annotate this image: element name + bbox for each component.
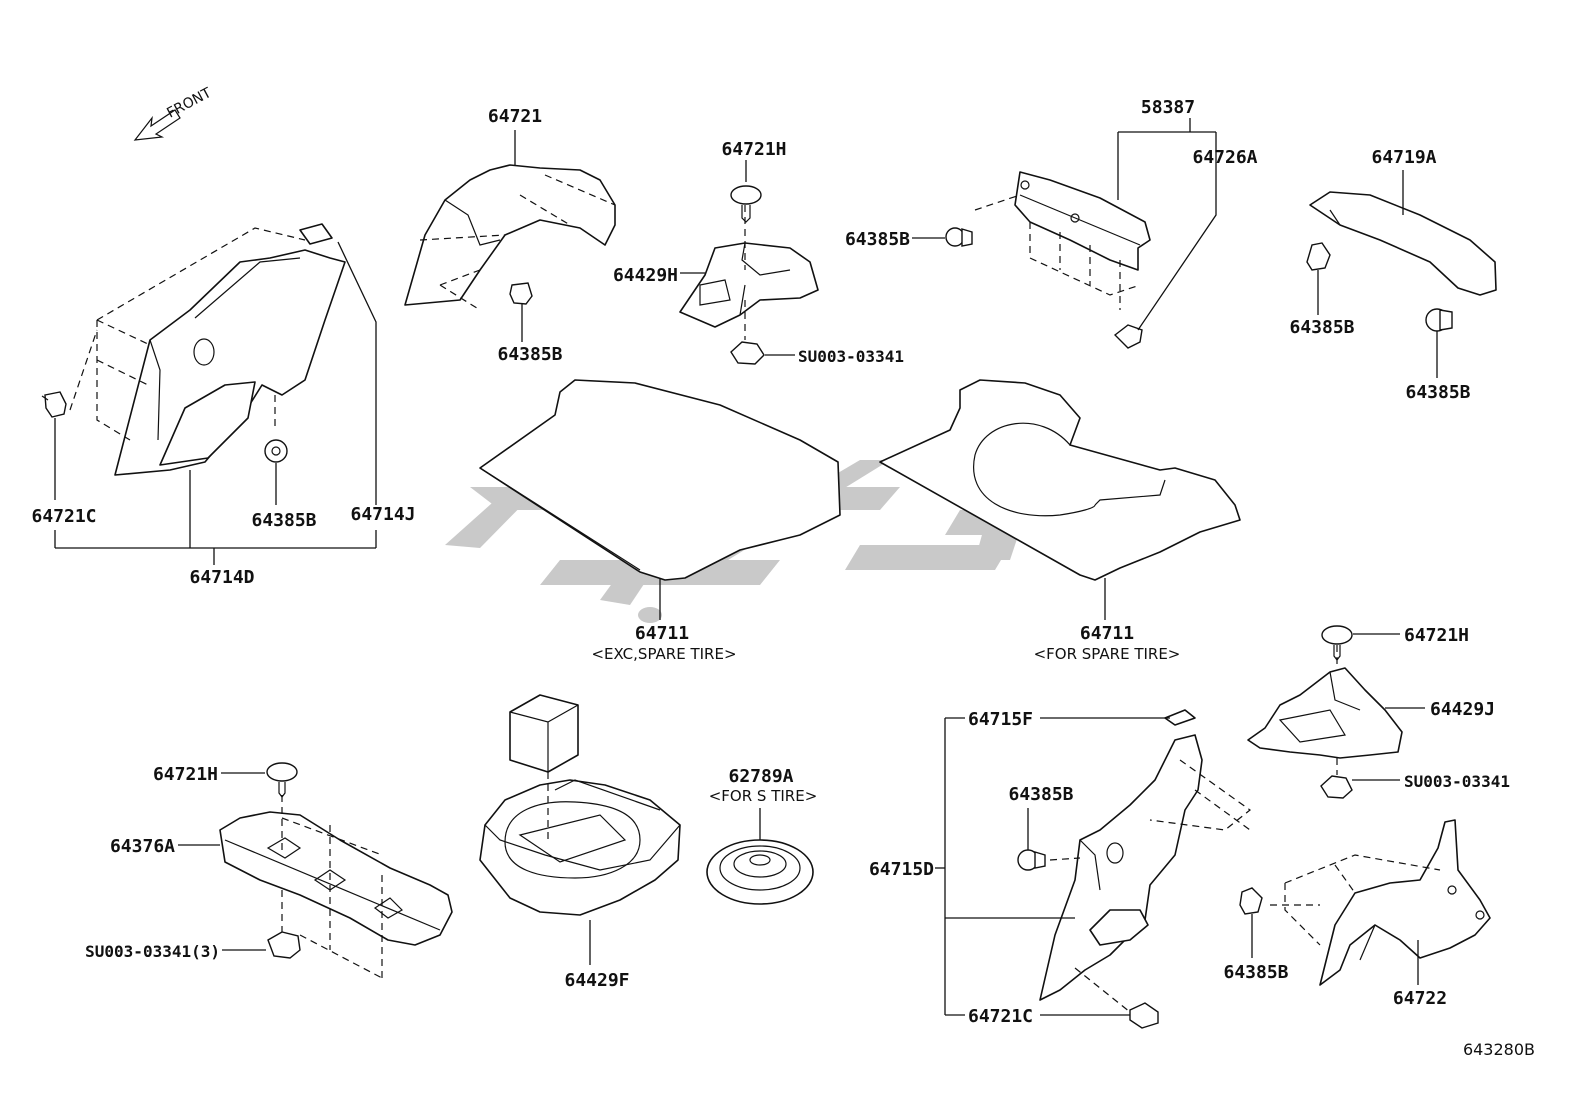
label-64385B-trim: 64385B [845, 229, 910, 250]
label-62789A: 62789A [728, 766, 793, 787]
label-64711-a: 64711 [635, 623, 689, 644]
note-64711-a: <EXC,SPARE TIRE> [591, 645, 736, 663]
label-64711-b: 64711 [1080, 623, 1134, 644]
trunk-mat-64711-for-spare [879, 379, 1241, 581]
label-64715F: 64715F [968, 709, 1033, 730]
label-64376A: 64376A [110, 836, 175, 857]
clip-64385B-trim-icon [945, 227, 973, 247]
nut-SU003-top-icon [730, 341, 765, 365]
label-64429F: 64429F [564, 970, 629, 991]
label-64721C-right: 64721C [968, 1006, 1033, 1027]
label-64714D: 64714D [189, 567, 254, 588]
tire-cover-62789A [706, 839, 814, 905]
quarter-trim-64714D [69, 223, 346, 476]
note-62789A: <FOR S TIRE> [709, 787, 818, 805]
bracket-64429H [679, 205, 819, 340]
label-58387: 58387 [1141, 97, 1195, 118]
label-SU003-top: SU003-03341 [798, 347, 904, 366]
clip-64385B-715-icon [1017, 849, 1046, 871]
label-64721H-top: 64721H [721, 139, 786, 160]
wheelhouse-trim-64721 [404, 164, 616, 311]
rear-panel-58387 [974, 171, 1151, 310]
label-64721: 64721 [488, 106, 542, 127]
label-64429J: 64429J [1430, 699, 1495, 720]
clip-64385B-left-icon [264, 439, 288, 463]
nut-SU003-right-icon [1320, 775, 1353, 799]
label-64385B-719-left: 64385B [1289, 317, 1354, 338]
quarter-trim-64715D [1039, 709, 1251, 1013]
label-64721H-left: 64721H [153, 764, 218, 785]
label-SU003-left: SU003-03341(3) [85, 942, 220, 961]
label-64714J: 64714J [350, 504, 415, 525]
label-64719A: 64719A [1371, 147, 1436, 168]
clip-64721H-top-icon [730, 185, 762, 223]
label-64721C-left: 64721C [31, 506, 96, 527]
clip-64385B-719-left-icon [1306, 242, 1331, 271]
clip-64385B-722-icon [1239, 887, 1263, 915]
clip-64726A-icon [1113, 324, 1143, 349]
bracket-64376A [219, 795, 453, 979]
clip-64385B-top-icon [509, 282, 533, 305]
label-64726A: 64726A [1192, 147, 1257, 168]
label-64429H: 64429H [613, 265, 678, 286]
label-64385B-top: 64385B [497, 344, 562, 365]
wheelhouse-trim-64722 [1270, 819, 1491, 986]
diagram-code: 643280B [1463, 1040, 1535, 1059]
label-64385B-left: 64385B [251, 510, 316, 531]
clip-64721C-left-icon [41, 391, 67, 418]
clip-64721H-right-icon [1321, 625, 1353, 661]
clip-64721H-left-icon [266, 762, 298, 798]
label-SU003-right: SU003-03341 [1404, 772, 1510, 791]
label-64721H-right: 64721H [1404, 625, 1469, 646]
clip-64385B-719-right-icon [1425, 308, 1453, 332]
note-64711-b: <FOR SPARE TIRE> [1034, 645, 1181, 663]
trunk-mat-64711-exc-spare [479, 379, 841, 581]
nut-SU003-left-icon [267, 931, 301, 959]
tray-64429F [479, 694, 681, 916]
label-64385B-722: 64385B [1223, 962, 1288, 983]
label-64385B-715: 64385B [1008, 784, 1073, 805]
clip-64721C-right-icon [1129, 1002, 1159, 1029]
bracket-64429J [1247, 645, 1403, 775]
label-64385B-719-right: 64385B [1405, 382, 1470, 403]
front-label: FRONT [164, 85, 214, 122]
front-arrow-icon: FRONT [133, 85, 214, 141]
label-64722: 64722 [1393, 988, 1447, 1009]
trim-64719A [1309, 191, 1497, 296]
label-64715D: 64715D [869, 859, 934, 880]
